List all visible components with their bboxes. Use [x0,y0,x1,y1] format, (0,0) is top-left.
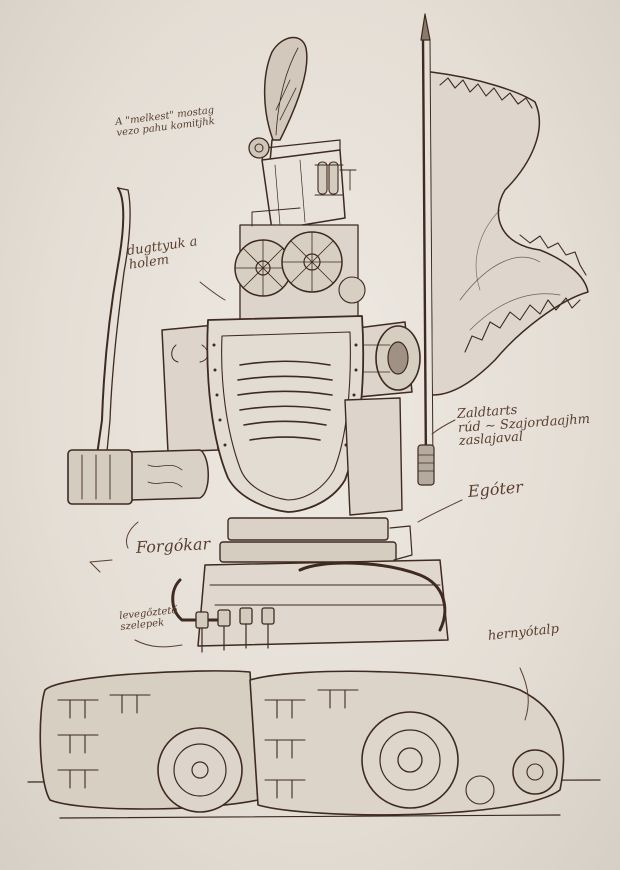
arm-annotation: Forgókar [135,534,211,557]
helmet-sketch [234,36,366,326]
sword-sketch [95,187,131,463]
track-sketch [39,670,565,816]
flag-sketch [417,13,589,486]
torso-sketch [206,315,413,563]
leader-lines [89,281,529,721]
